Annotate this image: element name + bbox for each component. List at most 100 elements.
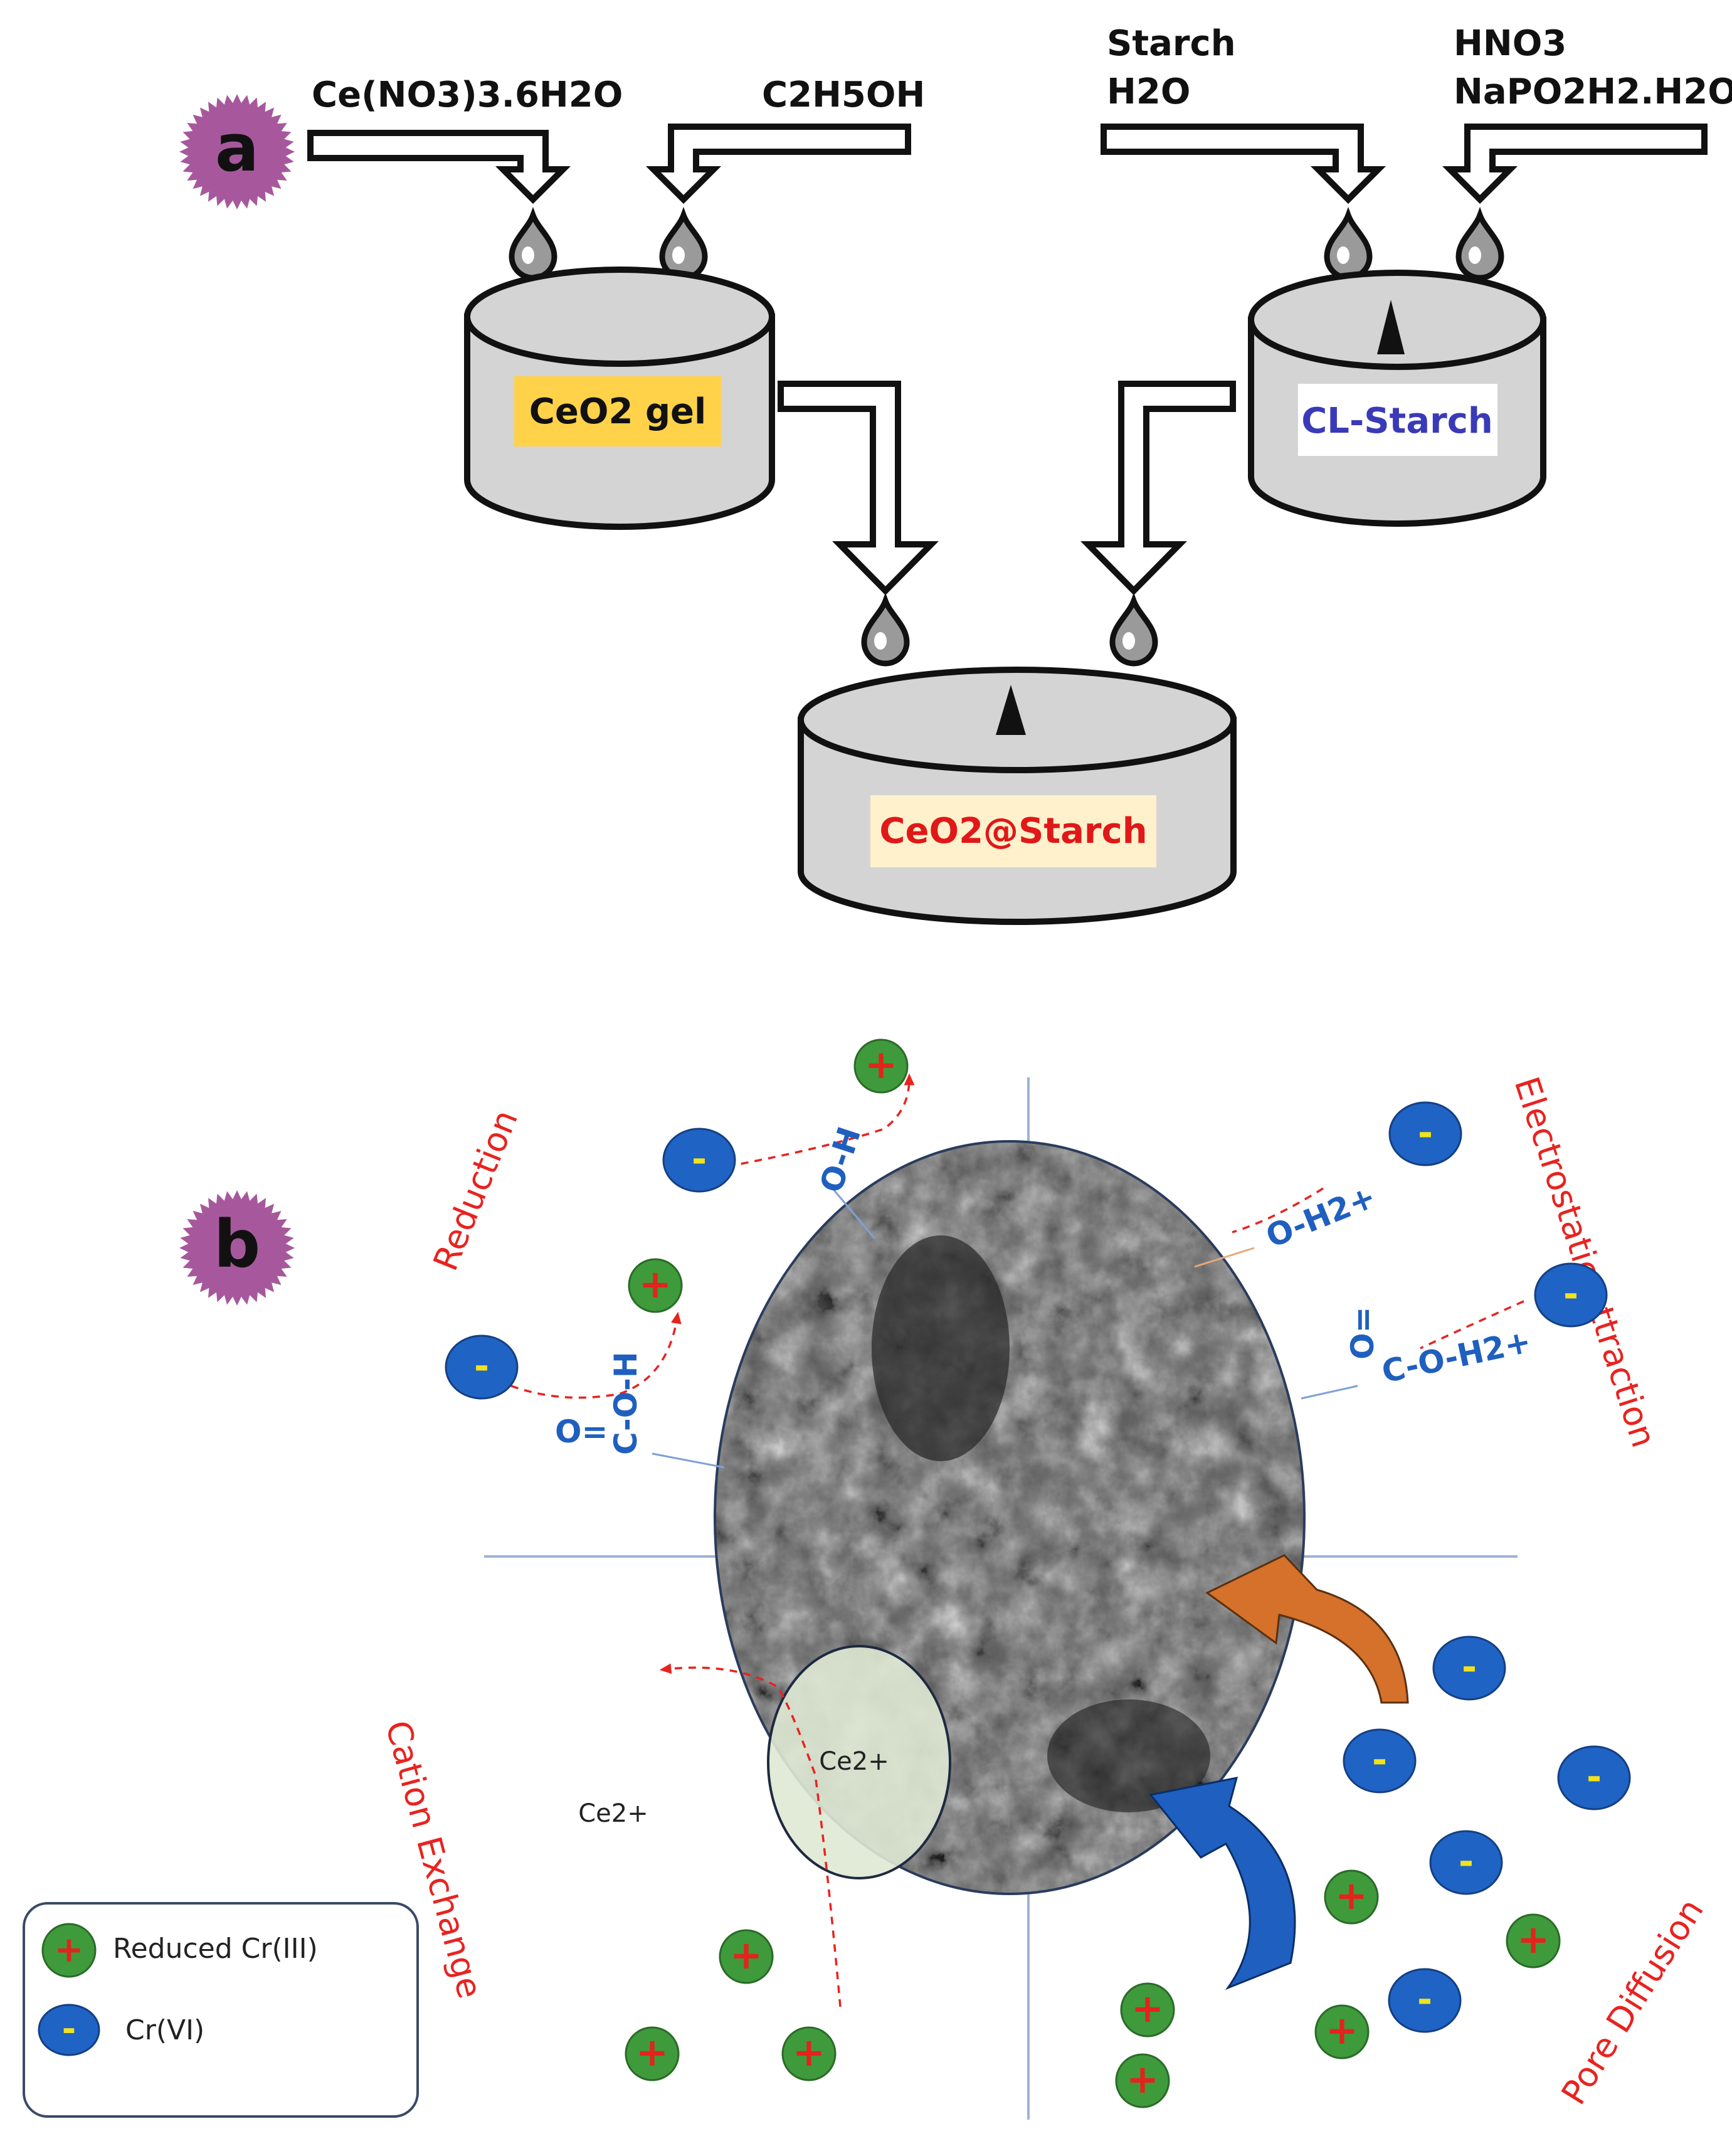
cr6-anion: - bbox=[445, 1334, 519, 1400]
svg-text:-: - bbox=[692, 1138, 707, 1180]
arrow-gel-to-product bbox=[778, 381, 939, 596]
mechanism-reduction: Reduction bbox=[426, 1104, 526, 1276]
panel-b-badge: b bbox=[179, 1190, 295, 1306]
reagent-hno3: HNO3 bbox=[1454, 23, 1566, 64]
cl-starch-label: CL-Starch bbox=[1301, 401, 1493, 441]
cr3-cation: + bbox=[1506, 1913, 1561, 1968]
mechanism-electrostatic: Electrostatic attraction bbox=[1507, 1072, 1664, 1452]
cr3-cation: + bbox=[1314, 2004, 1370, 2059]
group-carbonyl-o-right: O= bbox=[1344, 1307, 1381, 1360]
svg-text:-: - bbox=[1459, 1840, 1474, 1883]
reduction-path-top bbox=[727, 1073, 915, 1168]
stirrer-icon bbox=[996, 685, 1026, 735]
legend: + Reduced Cr(III) - Cr(VI) bbox=[23, 1902, 419, 2118]
droplet-icon bbox=[509, 206, 557, 281]
pore-diffusion-arrow-orange bbox=[1205, 1554, 1409, 1704]
cr6-anion: - bbox=[1343, 1728, 1417, 1794]
reagent-starch: Starch bbox=[1107, 23, 1236, 64]
svg-text:-: - bbox=[1563, 1272, 1578, 1315]
cr3-cation: + bbox=[853, 1038, 909, 1094]
cr3-cation: + bbox=[628, 1258, 683, 1313]
reagent-ce-nitrate: Ce(NO3)3.6H2O bbox=[312, 75, 623, 115]
droplets-group bbox=[509, 206, 1504, 667]
ce-inside-label: Ce2+ bbox=[819, 1747, 889, 1776]
svg-text:-: - bbox=[1372, 1738, 1387, 1781]
svg-text:+: + bbox=[1326, 2007, 1358, 2053]
panel-a-badge-label: a bbox=[215, 110, 259, 186]
svg-text:+: + bbox=[793, 2029, 825, 2075]
oh-connector bbox=[823, 1178, 876, 1239]
svg-text:+: + bbox=[865, 1042, 897, 1087]
droplet-icon bbox=[1324, 206, 1373, 281]
svg-text:-: - bbox=[1418, 1111, 1433, 1154]
vessel-product: CeO2@Starch bbox=[798, 667, 1237, 925]
group-carbonyl-o-left: O= bbox=[555, 1414, 608, 1450]
product-label-box bbox=[870, 795, 1156, 867]
legend-reduced-swatch: + bbox=[41, 1923, 97, 1978]
svg-text:+: + bbox=[639, 1261, 672, 1307]
cr3-cation: + bbox=[781, 2026, 837, 2081]
arrow-ce-nitrate bbox=[307, 130, 571, 204]
cr3-cation: + bbox=[625, 2026, 680, 2081]
cation-exchange-path bbox=[659, 1663, 842, 2007]
cr6-anion: - bbox=[1534, 1262, 1608, 1328]
legend-cr6-label: Cr(VI) bbox=[125, 2014, 204, 2046]
svg-text:+: + bbox=[1335, 1873, 1368, 1918]
svg-text:-: - bbox=[474, 1345, 489, 1387]
reagent-hypophosphite: NaPO2H2.H2O bbox=[1454, 71, 1732, 112]
reagent-water: H2O bbox=[1107, 71, 1190, 112]
cr3-cation: + bbox=[1120, 1982, 1175, 2037]
cr3-cation: + bbox=[1324, 1869, 1379, 1925]
coh2-connector bbox=[1301, 1385, 1358, 1400]
ce-outside-label: Ce2+ bbox=[578, 1799, 648, 1828]
ceo2-gel-label-box bbox=[514, 376, 721, 447]
panel-a-badge: a bbox=[179, 94, 295, 209]
group-coh2: C-O-H2+ bbox=[1378, 1323, 1534, 1390]
cr6-anion: - bbox=[662, 1128, 736, 1193]
svg-text:+: + bbox=[636, 2029, 668, 2075]
cr6-anion: - bbox=[1432, 1635, 1506, 1701]
arrow-hno3 bbox=[1442, 124, 1708, 204]
droplet-icon bbox=[659, 206, 708, 281]
cr3-cation: + bbox=[1115, 2053, 1170, 2108]
reagent-ethanol: C2H5OH bbox=[762, 75, 925, 115]
oh2-connector bbox=[1194, 1247, 1255, 1268]
svg-text:+: + bbox=[730, 1932, 763, 1978]
svg-text:+: + bbox=[1131, 1985, 1164, 2031]
ions-layer: ++++++++++--------- bbox=[445, 1038, 1631, 2108]
legend-box bbox=[23, 1902, 419, 2118]
svg-text:+: + bbox=[55, 1930, 84, 1970]
ceo2-gel-label: CeO2 gel bbox=[529, 391, 706, 432]
droplet-icon bbox=[1455, 206, 1504, 281]
mechanism-pore-diffusion: Pore Diffusion bbox=[1554, 1892, 1711, 2111]
reduction-path-bottom bbox=[510, 1311, 682, 1399]
svg-text:-: - bbox=[1417, 1978, 1432, 2021]
panel-a: a Ce(NO3)3.6H2O C2H5OH Starch H2O HNO3 N… bbox=[179, 23, 1732, 925]
group-oh: O-H bbox=[813, 1123, 868, 1197]
vessel-ceo2-gel: CeO2 gel bbox=[464, 267, 775, 530]
legend-reduced-label: Reduced Cr(III) bbox=[113, 1933, 318, 1965]
cl-starch-label-box bbox=[1298, 384, 1497, 456]
product-label: CeO2@Starch bbox=[879, 811, 1147, 852]
legend-cr6-swatch: - bbox=[38, 2004, 100, 2056]
droplet-icon bbox=[1109, 592, 1158, 667]
svg-text:+: + bbox=[1517, 1916, 1550, 1962]
cr6-anion: - bbox=[1429, 1830, 1503, 1895]
ce-exchange-site: Ce2+ bbox=[767, 1645, 951, 1879]
droplet-icon bbox=[861, 592, 910, 667]
pore-diffusion-arrow-blue bbox=[1149, 1777, 1296, 1990]
svg-text:+: + bbox=[1126, 2056, 1159, 2102]
svg-text:-: - bbox=[62, 2009, 76, 2049]
panel-b-badge-label: b bbox=[214, 1206, 260, 1282]
cooh-connector bbox=[652, 1452, 725, 1469]
svg-text:-: - bbox=[1587, 1755, 1602, 1798]
cr6-anion: - bbox=[1388, 1968, 1462, 2033]
group-cooh: C-O-H bbox=[608, 1351, 644, 1455]
vessel-cl-starch: CL-Starch bbox=[1248, 270, 1546, 527]
stirrer-icon bbox=[1377, 300, 1405, 354]
svg-text:-: - bbox=[1462, 1646, 1477, 1688]
arrow-starch-water bbox=[1101, 124, 1386, 204]
cr6-anion: - bbox=[1388, 1101, 1462, 1166]
arrow-ethanol bbox=[645, 124, 911, 204]
cr6-anion: - bbox=[1557, 1745, 1631, 1810]
